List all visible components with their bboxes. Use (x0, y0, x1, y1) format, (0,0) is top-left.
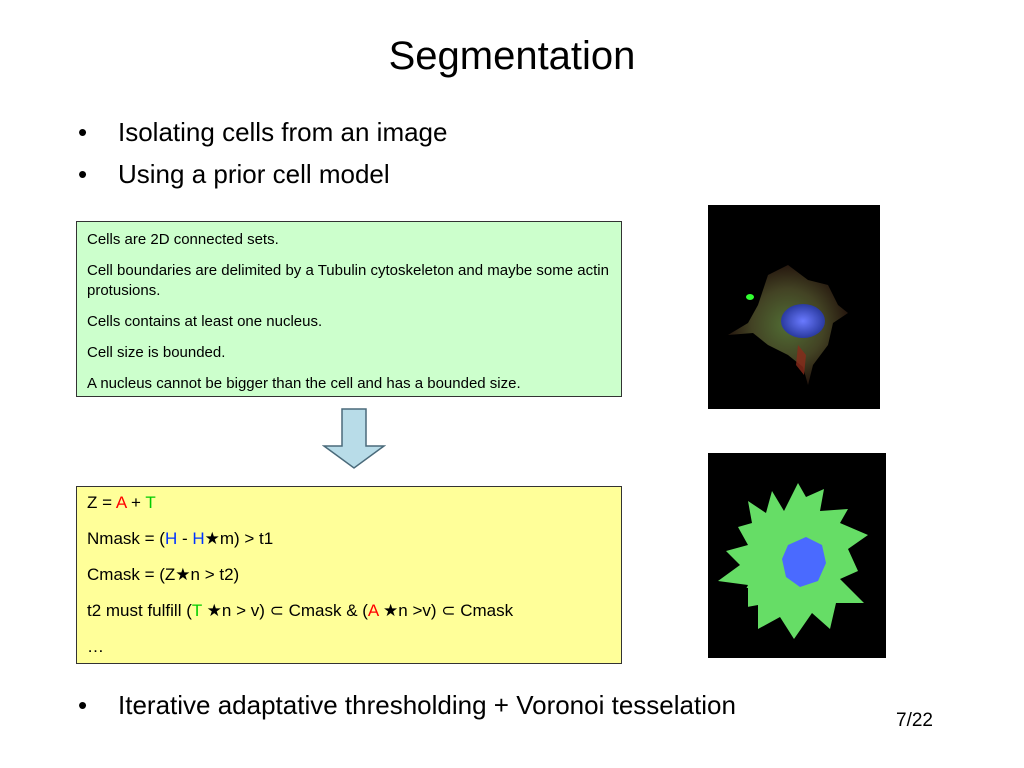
formula-term-t: T (145, 493, 156, 512)
bottom-bullet-item: • Iterative adaptative thresholding + Vo… (78, 690, 736, 721)
model-line: Cells are 2D connected sets. (87, 231, 279, 248)
bullet-text: Using a prior cell model (118, 159, 390, 189)
formula-text: … (87, 637, 104, 656)
formula-text: Cmask = (Z★n > t2) (87, 565, 240, 584)
bullet-dot: • (78, 159, 88, 189)
bullet-text: Iterative adaptative thresholding + Voro… (118, 690, 736, 720)
formula-text: ★n > v) ⊂ Cmask & ( (201, 601, 368, 620)
bullet-text: Isolating cells from an image (118, 117, 448, 147)
down-arrow-icon (322, 408, 386, 469)
formula-term-a: A (367, 601, 379, 620)
cell-model-box: Cells are 2D connected sets. Cell bounda… (76, 221, 622, 397)
formula-term-a: A (115, 493, 127, 512)
formula-box: Z = A + T Nmask = (H - H★m) > t1 Cmask =… (76, 486, 622, 664)
segmented-cell-image (708, 453, 886, 658)
formula-text: ★n >v) ⊂ Cmask (378, 601, 514, 620)
formula-line: Cmask = (Z★n > t2) (87, 565, 611, 585)
formula-text: - (177, 529, 193, 548)
model-line: A nucleus cannot be bigger than the cell… (87, 375, 521, 392)
formula-text: Nmask = ( (87, 529, 165, 548)
formula-text: t2 must fulfill ( (87, 601, 192, 620)
bullet-list: • Isolating cells from an image • Using … (78, 117, 447, 201)
formula-line: Nmask = (H - H★m) > t1 (87, 529, 611, 549)
formula-line: Z = A + T (87, 493, 611, 513)
page-number: 7/22 (896, 710, 933, 731)
bullet-dot: • (78, 117, 88, 147)
formula-term-t: T (191, 601, 202, 620)
slide-title: Segmentation (388, 34, 636, 78)
formula-text: ★m) > t1 (204, 529, 274, 548)
model-line: Cell boundaries are delimited by a Tubul… (87, 262, 609, 299)
model-line: Cells contains at least one nucleus. (87, 313, 323, 330)
bullet-item: • Using a prior cell model (78, 159, 447, 201)
bullet-item: • Isolating cells from an image (78, 117, 447, 159)
model-line: Cell size is bounded. (87, 344, 226, 361)
formula-line: t2 must fulfill (T ★n > v) ⊂ Cmask & (A … (87, 601, 611, 621)
cell-microscopy-image (708, 205, 880, 409)
formula-text: Z = (87, 493, 116, 512)
bullet-dot: • (78, 690, 88, 720)
formula-text: + (126, 493, 146, 512)
formula-line: … (87, 637, 611, 657)
formula-term-h: H (192, 529, 205, 548)
formula-term-h: H (164, 529, 178, 548)
